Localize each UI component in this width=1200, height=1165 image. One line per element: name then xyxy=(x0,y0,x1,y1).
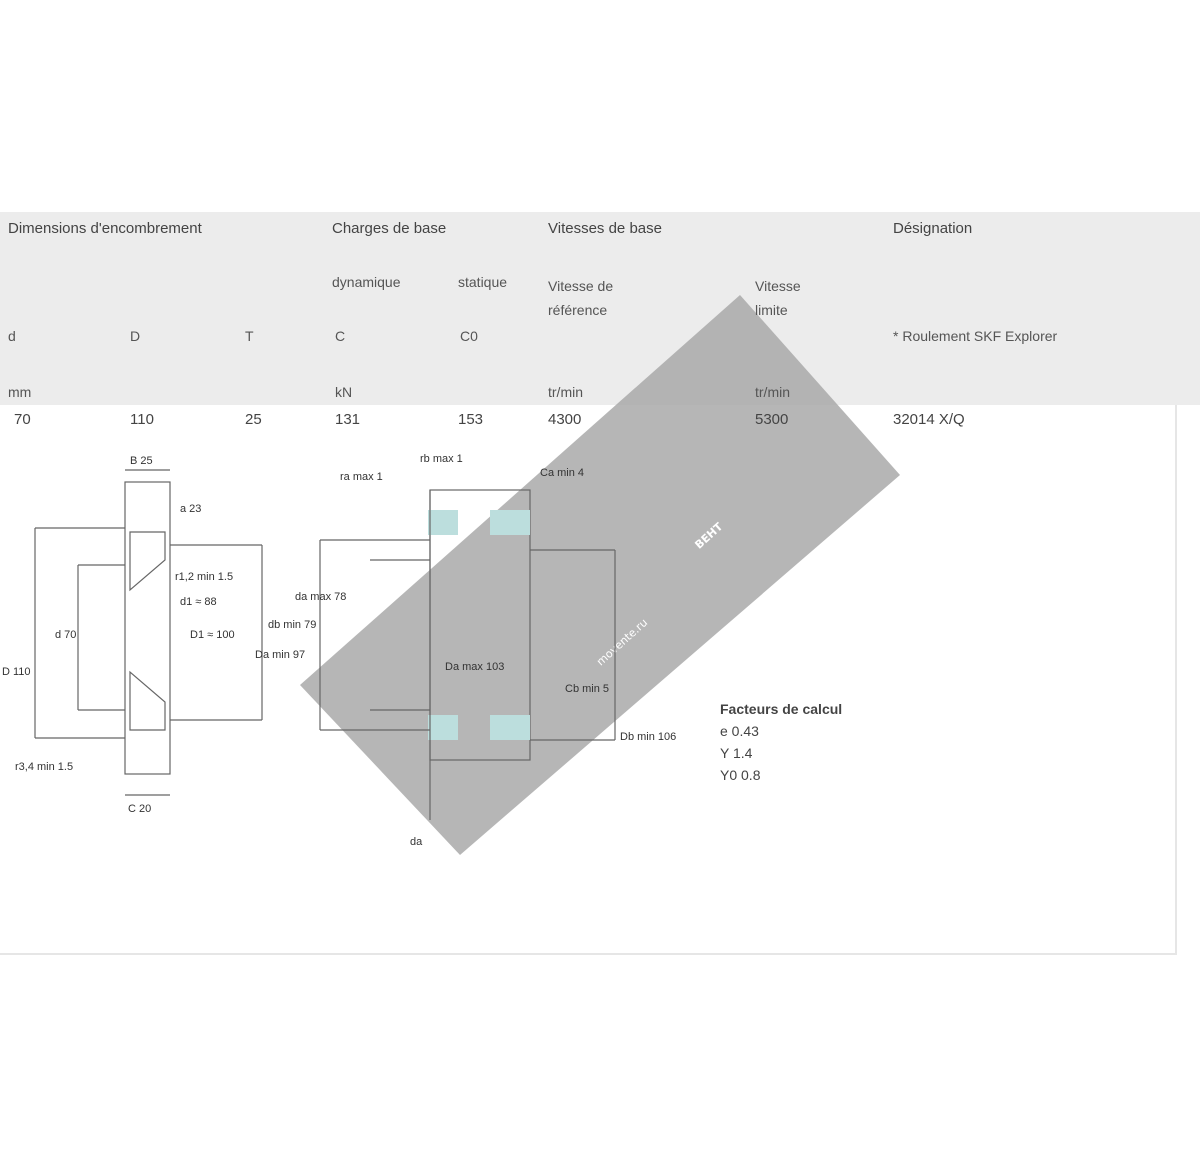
label-C: C 20 xyxy=(128,803,151,815)
label-d1: d1 ≈ 88 xyxy=(180,596,217,608)
label-D1: D1 ≈ 100 xyxy=(190,629,235,641)
label-D: D 110 xyxy=(2,666,31,678)
label-Da-min: Da min 97 xyxy=(255,649,305,661)
table-header: Dimensions d'encombrement Charges de bas… xyxy=(0,212,1200,405)
calc-e: e 0.43 xyxy=(720,723,759,739)
symbol-C0: C0 xyxy=(460,328,478,344)
label-Db: Db min 106 xyxy=(620,731,676,743)
label-a: a 23 xyxy=(180,503,201,515)
label-da: da xyxy=(410,836,423,848)
header-speed-ratings: Vitesses de base xyxy=(548,220,662,237)
cell-C: 131 xyxy=(335,411,361,428)
calc-title: Facteurs de calcul xyxy=(720,701,843,717)
label-Cb: Cb min 5 xyxy=(565,683,609,695)
calc-y0: Y0 0.8 xyxy=(720,767,761,783)
shaft-fillet-shade xyxy=(428,510,458,535)
unit-mm: mm xyxy=(8,384,32,400)
unit-speed-lim: tr/min xyxy=(755,384,790,400)
cell-C0: 153 xyxy=(458,411,484,428)
header-limiting-speed: Vitesse limite xyxy=(755,278,801,318)
label-db-min: db min 79 xyxy=(268,619,316,631)
explorer-note: * Roulement SKF Explorer xyxy=(893,328,1058,344)
unit-speed-ref: tr/min xyxy=(548,384,583,400)
label-da-max: da max 78 xyxy=(295,591,346,603)
label-rb: rb max 1 xyxy=(420,453,463,465)
header-dynamic: dynamique xyxy=(332,274,401,290)
symbol-D: D xyxy=(130,328,141,344)
label-Da-max: Da max 103 xyxy=(445,661,504,673)
roller-shape xyxy=(129,531,166,731)
symbol-d: d xyxy=(8,328,16,344)
bearing-drawing: B 25 C 20 D 110 d 70 D1 ≈ 100 r1,2 min 1… xyxy=(2,453,676,848)
header-dimensions: Dimensions d'encombrement xyxy=(8,220,202,237)
header-reference-speed: Vitesse de référence xyxy=(548,278,614,318)
cell-D: 110 xyxy=(130,411,154,428)
table-row: 70 110 25 131 153 4300 5300 32014 X/Q Fa… xyxy=(0,405,1177,955)
cell-d: 70 xyxy=(14,411,31,428)
symbol-T: T xyxy=(245,328,254,344)
header-load-ratings: Charges de base xyxy=(332,220,447,237)
label-r34: r3,4 min 1.5 xyxy=(15,761,73,773)
label-r12: r1,2 min 1.5 xyxy=(175,571,233,583)
table-header-background xyxy=(0,212,1200,405)
header-designation: Désignation xyxy=(893,220,973,237)
cell-ref-speed: 4300 xyxy=(548,411,582,428)
label-Ca: Ca min 4 xyxy=(540,467,584,479)
label-d: d 70 xyxy=(55,629,76,641)
symbol-C: C xyxy=(335,328,346,344)
header-static: statique xyxy=(458,274,508,290)
cell-designation[interactable]: 32014 X/Q xyxy=(893,411,965,428)
bearing-section-outline xyxy=(124,481,171,775)
cell-T: 25 xyxy=(245,411,262,428)
cell-lim-speed: 5300 xyxy=(755,411,789,428)
calc-y: Y 1.4 xyxy=(720,745,753,761)
unit-kn: kN xyxy=(335,384,353,400)
label-ra: ra max 1 xyxy=(340,471,383,483)
label-B: B 25 xyxy=(130,455,153,467)
